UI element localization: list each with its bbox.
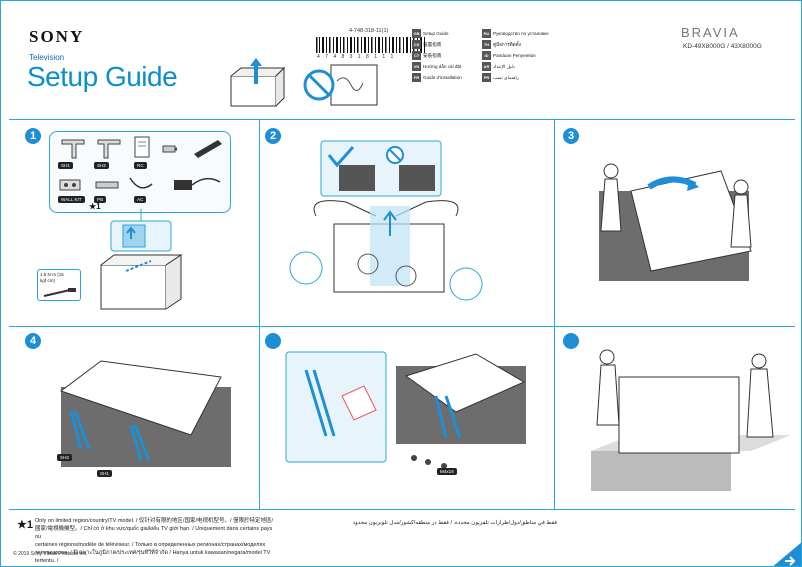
star-note: ★1	[89, 202, 101, 211]
attach-stand-illustration	[59, 360, 231, 467]
battery-icon	[162, 145, 177, 153]
step-badge-2: 2	[265, 128, 281, 144]
step-badge-6	[563, 333, 579, 349]
stand-leg-illustration	[61, 139, 85, 159]
divider	[9, 119, 795, 120]
product-type: Television	[29, 53, 65, 62]
accessory-tag: SH2	[94, 162, 109, 169]
wall-kit-illustration	[59, 179, 81, 191]
page-title: Setup Guide	[27, 61, 178, 92]
step4-tag: SH1	[97, 470, 112, 477]
footnote-line: Only on limited region/country/TV model.…	[35, 518, 274, 524]
accessory-tag: SH1	[58, 162, 73, 169]
footnote-arabic: فقط في مناطق/دول/طرازات تلفزيون محددة. /…	[352, 520, 557, 526]
step-badge-4: 4	[25, 333, 41, 349]
no-press-screen-illustration	[303, 64, 378, 106]
screw-torque-label: 1.5 N·m {15 kgf·cm}	[40, 272, 64, 283]
divider	[259, 119, 260, 509]
footnote-line: телевизоров. / มีเฉพาะในภูมิภาค/ประเทศ/ร…	[35, 550, 271, 564]
divider	[9, 326, 795, 327]
lift-tv-illustration	[289, 200, 483, 301]
screw-torque-box: 1.5 N·m {15 kgf·cm}	[37, 269, 81, 301]
screwdriver-icon	[43, 288, 76, 297]
next-page-corner-icon	[773, 542, 801, 566]
accessory-tag: PB	[94, 196, 107, 203]
footnote-line: 國家/電視機機型。/ Chỉ có ở khu vực/quốc gia/kiể…	[35, 526, 273, 540]
divider	[554, 119, 555, 509]
bracket-illustration	[95, 181, 119, 189]
step5-tag: M4x16	[437, 468, 457, 475]
bravia-logo: BRAVIA	[681, 25, 740, 40]
footnote-line: certaines régions/modèle de téléviseur. …	[35, 542, 266, 548]
open-box-illustration	[100, 254, 183, 310]
footnote-text: Only on limited region/country/TV model.…	[35, 517, 275, 565]
accessory-tag: AC	[134, 196, 147, 203]
check-panel-illustration	[320, 140, 442, 197]
accessories-panel: SH1 SH2 RC WALL KIT PB AC	[49, 131, 231, 213]
remote-illustration	[194, 140, 222, 158]
step-badge-1: 1	[25, 128, 41, 144]
barcode-number: 4 7 4 8 3 1 8 1 1 1	[317, 54, 396, 60]
barcode	[316, 37, 425, 53]
mount-callout-illustration	[110, 209, 172, 252]
step-badge-5	[265, 333, 281, 349]
step-badge-3: 3	[563, 128, 579, 144]
model-number: KD-49X8000G / 43X8000G	[683, 43, 762, 50]
cable-illustration	[129, 177, 153, 189]
accessory-tag: RC	[134, 162, 147, 169]
final-placement-illustration	[591, 349, 791, 491]
footnote-star: ★1	[17, 519, 33, 531]
manual-illustration	[134, 136, 150, 158]
stand-leg-illustration	[97, 139, 121, 159]
sony-logo: SONY	[29, 27, 85, 46]
unbox-illustration	[230, 58, 286, 107]
divider	[9, 509, 795, 510]
accessory-tag: WALL KIT	[58, 196, 85, 203]
ac-adapter-illustration	[174, 177, 221, 190]
part-number: 4-748-318-11(1)	[349, 28, 389, 34]
stand-tv-illustration	[599, 163, 752, 281]
step4-tag: SH2	[57, 454, 72, 461]
screw-stand-illustration	[285, 351, 526, 469]
copyright: © 2019 Sony Visual Products Inc.	[13, 551, 88, 557]
